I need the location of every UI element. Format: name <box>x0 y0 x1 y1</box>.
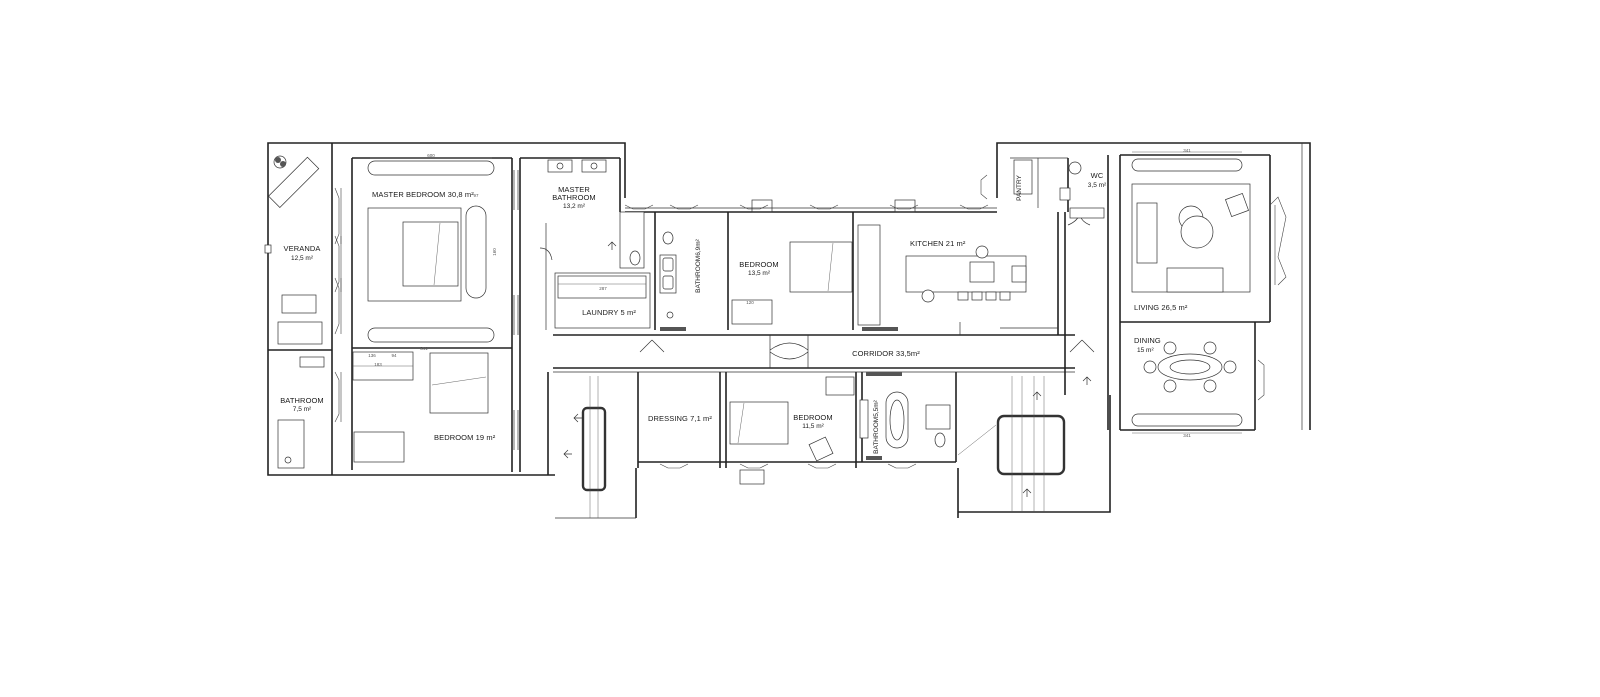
left-arrow-icon <box>573 413 582 423</box>
up-arrow-icon <box>607 241 617 250</box>
area-veranda: 12,5 m² <box>291 255 314 262</box>
up-arrow-icon <box>1022 488 1032 497</box>
dim-183: 183 <box>374 362 382 367</box>
dimension-labels: 600 97 160 287 120 341 341 136 94 183 34… <box>368 148 1242 438</box>
left-arrow-icon <box>563 449 572 459</box>
dim-600: 600 <box>427 153 435 158</box>
up-arrow-icon <box>1082 376 1092 385</box>
label-pantry: PANTRY <box>1016 174 1023 200</box>
dim-341-bed: 341 <box>420 346 428 351</box>
furniture <box>264 155 1251 518</box>
label-bedroom-19: BEDROOM 19 m² <box>434 433 496 442</box>
dim-341-top: 341 <box>1183 148 1191 153</box>
label-master-bathroom-2: BATHROOM <box>552 193 596 202</box>
label-kitchen: KITCHEN 21 m² <box>910 239 966 248</box>
dim-97: 97 <box>473 193 479 198</box>
area-bedroom-11: 11,5 m² <box>802 423 824 430</box>
interior-walls <box>268 143 1271 475</box>
windows <box>334 174 1287 485</box>
dim-341-bottom: 341 <box>1183 433 1191 438</box>
label-laundry: LAUNDRY 5 m² <box>582 308 636 317</box>
wall-hatches <box>660 327 902 460</box>
label-bathroom-5: BATHROOM5,5m² <box>873 399 880 454</box>
label-dressing: DRESSING 7,1 m² <box>648 414 712 423</box>
label-bedroom-13: BEDROOM <box>739 260 778 269</box>
up-arrow-icon <box>1032 391 1042 400</box>
stair-left <box>581 376 607 518</box>
label-master-bedroom: MASTER BEDROOM 30,8 m² <box>372 190 474 199</box>
dim-94: 94 <box>391 353 397 358</box>
label-living: LIVING 26,5 m² <box>1134 303 1188 312</box>
dim-136: 136 <box>368 353 376 358</box>
dim-160: 160 <box>492 248 497 256</box>
stair-right <box>957 376 1066 512</box>
exterior-walls <box>267 142 1311 519</box>
circulation-arrows <box>563 241 1092 497</box>
label-bathroom-6: BATHROOM6,9m² <box>695 238 702 293</box>
tree-icon <box>273 155 287 169</box>
area-dining: 15 m² <box>1137 347 1154 354</box>
area-bathroom-7: 7,5 m² <box>293 406 312 413</box>
area-wc: 3,5 m² <box>1088 182 1107 189</box>
label-wc: WC <box>1091 171 1104 180</box>
label-bathroom-7: BATHROOM <box>280 396 324 405</box>
label-dining: DINING <box>1134 336 1161 345</box>
dim-120: 120 <box>746 300 754 305</box>
label-corridor: CORRIDOR 33,5m² <box>852 349 920 358</box>
label-bedroom-11: BEDROOM <box>793 413 832 422</box>
label-master-bathroom-1: MASTER <box>558 185 590 194</box>
area-bedroom-13: 13,5 m² <box>748 270 771 277</box>
area-master-bathroom: 13,2 m² <box>563 203 586 210</box>
room-labels: VERANDA 12,5 m² MASTER BEDROOM 30,8 m² M… <box>280 171 1188 454</box>
dim-287: 287 <box>599 286 607 291</box>
label-veranda: VERANDA <box>284 244 321 253</box>
